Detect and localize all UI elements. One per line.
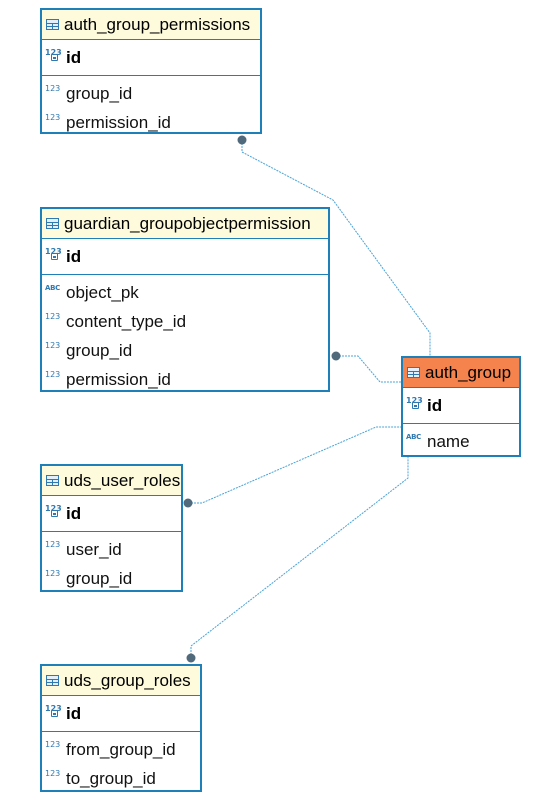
attribute-name: permission_id [66,112,171,132]
entity-uds-user-roles[interactable]: uds_user_roles 123 id 123 user_id 123 gr… [40,464,183,592]
entity-header[interactable]: auth_group_permissions [42,10,260,40]
attribute-row-pk[interactable]: 123 id [42,242,328,271]
attribute-name: to_group_id [66,768,156,788]
attribute-row[interactable]: ABC object_pk [42,278,328,307]
attribute-name: from_group_id [66,739,176,759]
columns-section: 123 group_id 123 permission_id [42,76,260,140]
attribute-name: user_id [66,539,122,559]
table-icon [46,675,59,686]
attribute-name: id [427,395,443,415]
numeric-type-icon: 123 [45,768,61,778]
numeric-type-icon: 123 [45,568,61,578]
text-type-icon: ABC [406,432,421,441]
numeric-key-icon: 123 [45,704,64,717]
attribute-row[interactable]: 123 permission_id [42,108,260,137]
entity-title: uds_user_roles [64,470,181,490]
entity-header[interactable]: uds_group_roles [42,666,200,696]
entity-guardian-groupobjectpermission[interactable]: guardian_groupobjectpermission 123 id AB… [40,207,330,392]
attribute-name: group_id [66,340,133,360]
attribute-row-pk[interactable]: 123 id [403,391,519,420]
primary-key-section: 123 id [42,239,328,275]
numeric-type-icon: 123 [45,739,61,749]
attribute-row[interactable]: ABC name [403,427,519,456]
numeric-type-icon: 123 [45,539,61,549]
attribute-name: id [66,503,82,523]
attribute-row[interactable]: 123 from_group_id [42,735,200,764]
attribute-row[interactable]: 123 user_id [42,535,181,564]
entity-header[interactable]: guardian_groupobjectpermission [42,209,328,239]
primary-key-section: 123 id [42,696,200,732]
columns-section: ABC object_pk 123 content_type_id 123 gr… [42,275,328,397]
attribute-row[interactable]: 123 group_id [42,564,181,593]
relationship-endpoint-dot [331,351,341,361]
link-uds-group-roles[interactable] [190,457,409,658]
numeric-key-icon: 123 [45,504,64,517]
entity-title: guardian_groupobjectpermission [64,213,311,233]
attribute-name: content_type_id [66,311,187,331]
entity-title: auth_group_permissions [64,14,251,34]
numeric-key-icon: 123 [45,247,64,260]
attribute-row[interactable]: 123 group_id [42,336,328,365]
attribute-row[interactable]: 123 content_type_id [42,307,328,336]
columns-section: 123 from_group_id 123 to_group_id [42,732,200,796]
attribute-name: id [66,246,82,266]
attribute-name: group_id [66,83,133,103]
entity-header[interactable]: uds_user_roles [42,466,181,496]
primary-key-section: 123 id [403,388,519,424]
link-guardian-groupobjectpermission[interactable] [336,355,401,383]
attribute-name: id [66,47,82,67]
attribute-name: id [66,703,82,723]
numeric-type-icon: 123 [45,83,61,93]
relationship-endpoint-dot [186,653,196,663]
table-icon [407,367,420,378]
columns-section: ABC name [403,424,519,459]
text-type-icon: ABC [45,283,60,292]
attribute-row-pk[interactable]: 123 id [42,499,181,528]
primary-key-section: 123 id [42,496,181,532]
entity-title: auth_group [425,362,512,382]
numeric-type-icon: 123 [45,369,61,379]
attribute-row[interactable]: 123 group_id [42,79,260,108]
entity-uds-group-roles[interactable]: uds_group_roles 123 id 123 from_group_id… [40,664,202,792]
numeric-key-icon: 123 [406,396,425,409]
relationship-endpoint-dot [183,498,193,508]
attribute-name: group_id [66,568,133,588]
attribute-name: object_pk [66,282,139,302]
attribute-row-pk[interactable]: 123 id [42,43,260,72]
attribute-row[interactable]: 123 permission_id [42,365,328,394]
entity-auth-group-permissions[interactable]: auth_group_permissions 123 id 123 group_… [40,8,262,134]
entity-title: uds_group_roles [64,670,191,690]
numeric-key-icon: 123 [45,48,64,61]
numeric-type-icon: 123 [45,311,61,321]
entity-auth-group[interactable]: auth_group 123 id ABC name [401,356,521,457]
entity-header[interactable]: auth_group [403,358,519,388]
link-uds-user-roles[interactable] [188,426,401,504]
numeric-type-icon: 123 [45,340,61,350]
attribute-row[interactable]: 123 to_group_id [42,764,200,793]
table-icon [46,218,59,229]
attribute-row-pk[interactable]: 123 id [42,699,200,728]
columns-section: 123 user_id 123 group_id [42,532,181,596]
attribute-name: name [427,431,470,451]
table-icon [46,475,59,486]
attribute-name: permission_id [66,369,171,389]
table-icon [46,19,59,30]
numeric-type-icon: 123 [45,112,61,122]
primary-key-section: 123 id [42,40,260,76]
